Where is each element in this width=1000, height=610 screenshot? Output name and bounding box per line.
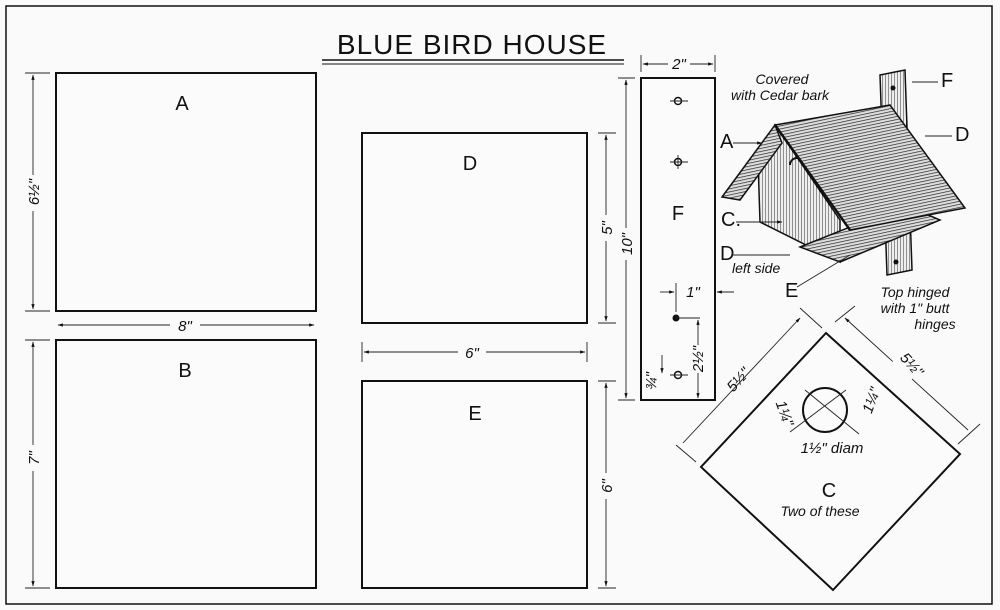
part-f-bottom-hole-dim: 2½" bbox=[690, 345, 707, 373]
part-d-label: D bbox=[463, 153, 477, 175]
part-b-height-dim: 7" bbox=[26, 450, 43, 464]
part-d-width-dim: 6" bbox=[465, 345, 479, 362]
part-f-length-dim: 10" bbox=[619, 232, 636, 255]
sheet-border bbox=[5, 5, 993, 605]
roof-left-a bbox=[720, 123, 783, 201]
part-b-label: B bbox=[178, 360, 191, 382]
cover-note-line1: Covered bbox=[756, 71, 810, 87]
hinge-note-line1: Top hinged bbox=[881, 284, 951, 300]
callout-a: A bbox=[720, 131, 734, 153]
part-e-label: E bbox=[468, 403, 481, 425]
part-f-hole-offset-dim: 1" bbox=[686, 284, 700, 301]
callout-d-left: D bbox=[720, 243, 734, 265]
part-f: F 2" 10" 1" 2½" ¾" bbox=[617, 55, 734, 401]
left-side-note: left side bbox=[732, 260, 780, 276]
mounting-hole-icon bbox=[670, 96, 700, 380]
birdhouse-illustration: Covered with Cedar bark A D F C. D left … bbox=[720, 69, 969, 332]
callout-e: E bbox=[785, 280, 798, 302]
part-d: D 5" 6" bbox=[361, 132, 616, 362]
part-f-edge-dim: ¾" bbox=[643, 371, 660, 390]
part-c: 5½" 5½" 1¼" 1¼" 1½" diam C Two of these bbox=[675, 305, 981, 592]
part-d-height-dim: 5" bbox=[599, 220, 616, 234]
part-c-label: C bbox=[822, 480, 836, 502]
hinge-note-line3: hinges bbox=[914, 316, 955, 332]
part-f-label: F bbox=[672, 203, 684, 225]
part-e: E 6" bbox=[361, 380, 616, 589]
part-e-height-dim: 6" bbox=[599, 478, 616, 492]
cover-note-line2: with Cedar bark bbox=[731, 87, 830, 103]
part-a-label: A bbox=[175, 93, 189, 115]
part-a: A 6½" 8" bbox=[24, 72, 317, 335]
entrance-hole-icon bbox=[802, 387, 848, 433]
hinge-note-line2: with 1" butt bbox=[881, 300, 951, 316]
part-a-height-dim: 6½" bbox=[26, 178, 43, 205]
part-c-left-side-dim: 5½" bbox=[724, 364, 755, 395]
callout-f: F bbox=[941, 70, 953, 92]
part-c-hole-dim: 1½" diam bbox=[801, 440, 864, 457]
part-f-width-dim: 2" bbox=[671, 56, 686, 73]
callout-d-right: D bbox=[955, 124, 969, 146]
part-c-note: Two of these bbox=[780, 503, 859, 519]
part-b: B 7" bbox=[24, 339, 317, 589]
callout-c: C. bbox=[721, 209, 741, 231]
drawing-title: BLUE BIRD HOUSE bbox=[337, 29, 607, 60]
part-a-width-dim: 8" bbox=[178, 318, 192, 335]
